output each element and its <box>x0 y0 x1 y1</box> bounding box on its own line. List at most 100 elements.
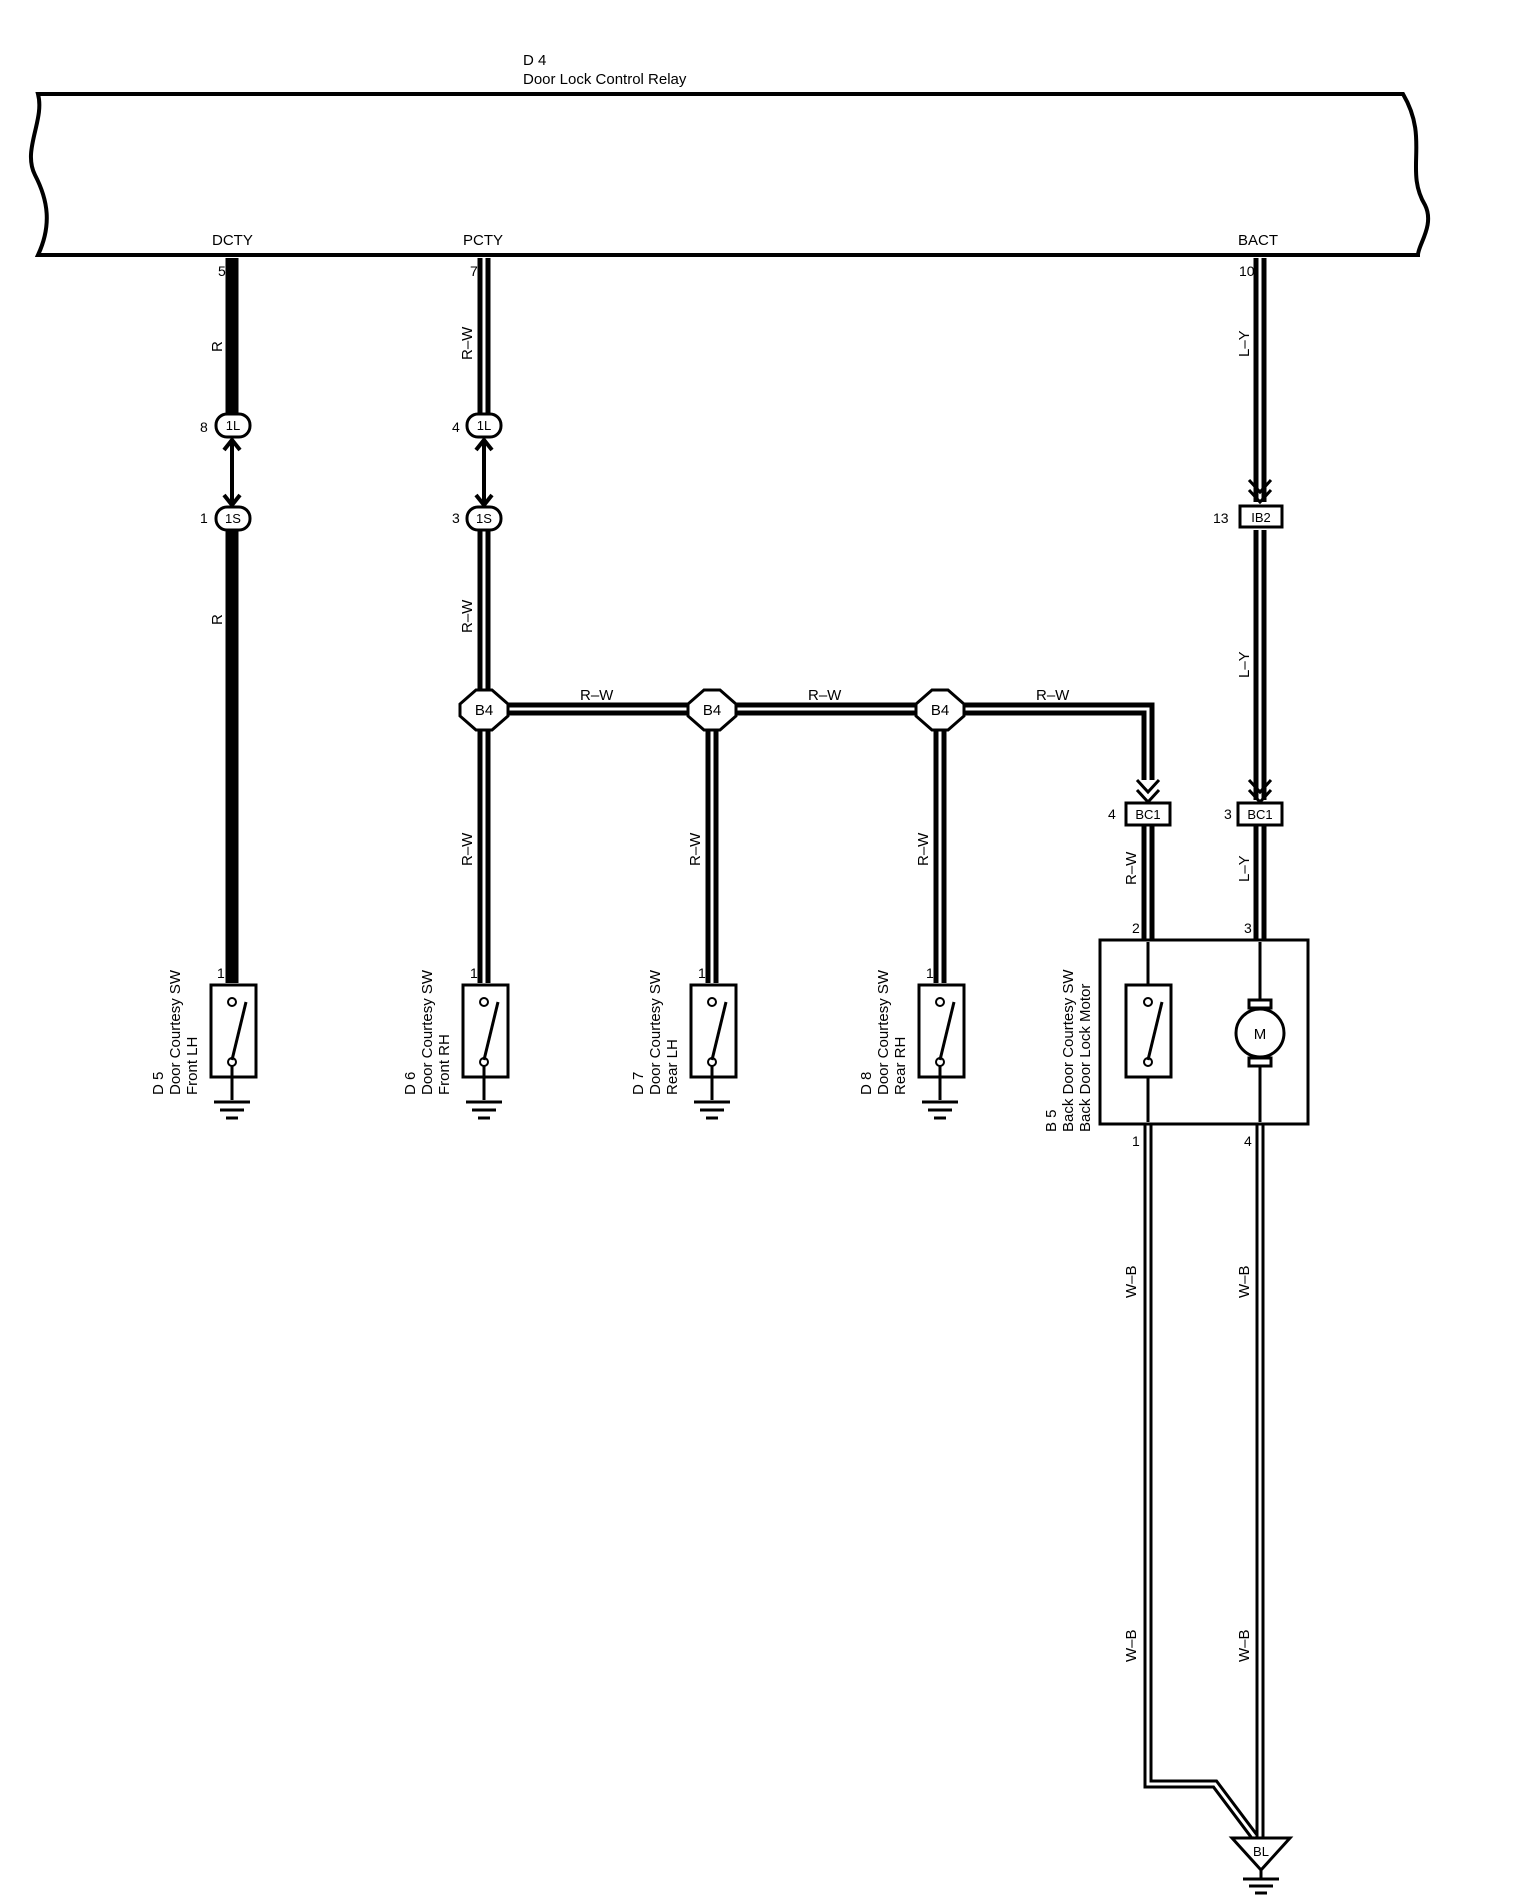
d5-line2: Front LH <box>184 1037 201 1095</box>
wire-label-rw-6: R–W <box>1123 851 1140 885</box>
wire-label-rw-4: R–W <box>687 832 704 866</box>
ground-icon <box>694 1100 730 1120</box>
pin-labels: 5 7 10 8 1 4 3 13 4 3 1 1 1 1 2 3 1 4 <box>200 263 1255 1149</box>
d7-line1: Door Courtesy SW <box>647 969 664 1095</box>
wire-label-wb-1: W–B <box>1123 1265 1140 1298</box>
connector-1s-left <box>214 505 252 532</box>
connector-1l-1s-left: 1L 1S <box>214 412 252 532</box>
wire-label-wb-2: W–B <box>1236 1265 1253 1298</box>
pin-ib2: 13 <box>1213 510 1229 526</box>
pin-bc1-a: 4 <box>1108 806 1116 822</box>
switch-d8: D 8 Door Courtesy SW Rear RH <box>858 969 966 1120</box>
d6-line2: Front RH <box>436 1034 453 1095</box>
d8-line1: Door Courtesy SW <box>875 969 892 1095</box>
pin-d5: 1 <box>217 965 225 981</box>
wire-label-rw-5: R–W <box>915 832 932 866</box>
wire-label-wb-3: W–B <box>1123 1629 1140 1662</box>
connector-1s-left-label: 1S <box>225 511 241 526</box>
junction-b4-3: B4 <box>914 688 966 732</box>
relay-name: Door Lock Control Relay <box>523 71 687 88</box>
pin-b5-2: 2 <box>1132 920 1140 936</box>
pin-lh-1s: 1 <box>200 510 208 526</box>
ground-bl: BL <box>1228 1836 1294 1895</box>
d5-code: D 5 <box>150 1072 167 1095</box>
d8-line2: Rear RH <box>892 1037 909 1095</box>
ground-bl-label: BL <box>1253 1844 1269 1859</box>
ground-icon <box>922 1100 958 1120</box>
terminal-bact: BACT <box>1238 232 1278 249</box>
wire-wb-1 <box>1143 1125 1258 1839</box>
pin-pcty: 7 <box>470 263 478 279</box>
wire-label-ly-3: L–Y <box>1236 855 1253 882</box>
terminal-pcty: PCTY <box>463 232 503 249</box>
connector-1l-left <box>214 412 252 439</box>
wire-label-rw-h2: R–W <box>808 687 842 704</box>
connector-arrow-left <box>222 436 242 509</box>
connector-ib2-label: IB2 <box>1251 510 1271 525</box>
connector-1l-1s-right: 1L 1S <box>465 412 503 532</box>
connector-bc1-b: BC1 <box>1236 778 1284 827</box>
pin-d8: 1 <box>926 965 934 981</box>
wire-label-r-2: R <box>209 614 226 625</box>
connector-1s-right-label: 1S <box>476 511 492 526</box>
d7-line2: Rear LH <box>664 1039 681 1095</box>
d6-line1: Door Courtesy SW <box>419 969 436 1095</box>
pin-rh-1l: 4 <box>452 419 460 435</box>
component-b5: M B 5 Back Door Courtesy SW Back Door Lo… <box>1043 938 1310 1132</box>
d7-code: D 7 <box>630 1072 647 1095</box>
pin-bc1-b: 3 <box>1224 806 1232 822</box>
pin-b5-1: 1 <box>1132 1133 1140 1149</box>
wire-label-wb-4: W–B <box>1236 1629 1253 1662</box>
wire-set <box>225 258 1267 1839</box>
junction-b4-1: B4 <box>458 688 510 732</box>
wire-rw-bus <box>484 702 1155 780</box>
chevron-down-icon <box>1247 478 1273 505</box>
ground-icon <box>466 1100 502 1120</box>
ground-icon <box>214 1100 250 1120</box>
wire-label-rw-1: R–W <box>459 326 476 360</box>
door-lock-control-relay: D 4 Door Lock Control Relay DCTY PCTY BA… <box>28 52 1431 257</box>
pin-d7: 1 <box>698 965 706 981</box>
connector-bc1-a-label: BC1 <box>1135 807 1160 822</box>
chevron-down-icon <box>1135 778 1161 805</box>
connector-1l-left-label: 1L <box>226 418 240 433</box>
motor-label: M <box>1254 1026 1267 1043</box>
connector-ib2: IB2 <box>1238 478 1284 529</box>
pin-d6: 1 <box>470 965 478 981</box>
relay-code: D 4 <box>523 52 546 69</box>
d8-code: D 8 <box>858 1072 875 1095</box>
connector-bc1-b-label: BC1 <box>1247 807 1272 822</box>
switch-d7: D 7 Door Courtesy SW Rear LH <box>630 969 738 1120</box>
switch-d5: D 5 Door Courtesy SW Front LH <box>150 969 258 1120</box>
wire-label-r-1: R <box>209 341 226 352</box>
terminal-dcty: DCTY <box>212 232 253 249</box>
pin-rh-1s: 3 <box>452 510 460 526</box>
pin-b5-3: 3 <box>1244 920 1252 936</box>
b5-line2: Back Door Lock Motor <box>1077 984 1094 1132</box>
pin-b5-4: 4 <box>1244 1133 1252 1149</box>
connector-1s-right <box>465 505 503 532</box>
junction-b4-2: B4 <box>686 688 738 732</box>
motor-icon: M <box>1234 942 1286 1122</box>
b5-code: B 5 <box>1043 1109 1060 1132</box>
d6-code: D 6 <box>402 1072 419 1095</box>
wire-label-rw-h3: R–W <box>1036 687 1070 704</box>
pin-lh-1l: 8 <box>200 419 208 435</box>
ground-icon <box>1243 1877 1279 1895</box>
junction-b4-1-label: B4 <box>475 702 493 719</box>
junction-b4-3-label: B4 <box>931 702 949 719</box>
junction-b4-2-label: B4 <box>703 702 721 719</box>
wire-label-ly-2: L–Y <box>1236 651 1253 678</box>
connector-bc1-a: BC1 <box>1124 778 1172 827</box>
connector-1l-right-label: 1L <box>477 418 491 433</box>
wire-label-rw-2: R–W <box>459 599 476 633</box>
connector-arrow-right <box>474 436 494 509</box>
wire-label-rw-3: R–W <box>459 832 476 866</box>
d5-line1: Door Courtesy SW <box>167 969 184 1095</box>
pin-dcty: 5 <box>218 263 226 279</box>
b5-line1: Back Door Courtesy SW <box>1060 969 1077 1132</box>
pin-bact: 10 <box>1239 263 1255 279</box>
wire-color-labels: R R R–W R–W R–W R–W R–W R–W R–W R–W R–W … <box>209 326 1253 1662</box>
wire-label-ly-1: L–Y <box>1236 330 1253 357</box>
